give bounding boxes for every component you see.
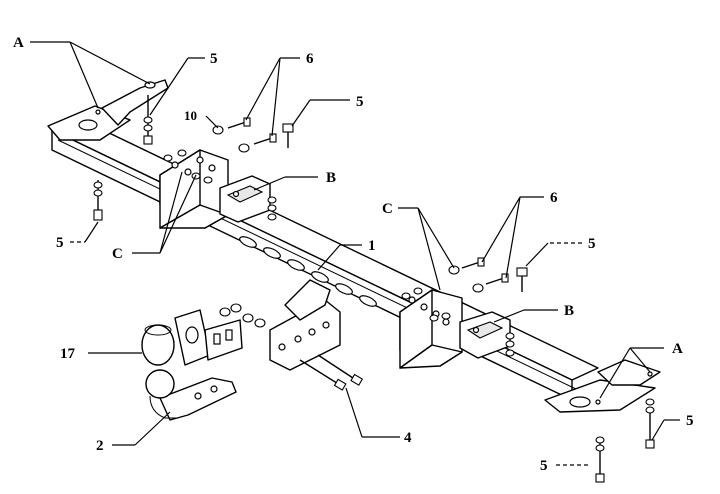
label-17: 17 bbox=[60, 346, 76, 362]
right-short-bolts bbox=[448, 257, 509, 293]
leader-lines bbox=[30, 41, 680, 466]
label-B-right: B bbox=[564, 303, 574, 319]
label-5-left: 5 bbox=[56, 235, 64, 251]
bottom-right-bolt bbox=[595, 436, 605, 483]
label-A-right: A bbox=[672, 341, 683, 357]
label-5-bottom: 5 bbox=[540, 458, 548, 474]
label-A-left: A bbox=[13, 35, 24, 51]
label-C-right: C bbox=[382, 201, 393, 217]
label-5-top-middle: 5 bbox=[356, 94, 364, 110]
left-support-nuts bbox=[267, 196, 277, 221]
tow-ball-cover bbox=[141, 324, 175, 366]
right-support-block bbox=[459, 311, 511, 359]
right-lower-bolt bbox=[645, 398, 655, 449]
callout-labels: A 5 6 10 5 B C 5 1 C 6 5 B A 5 5 17 2 4 bbox=[13, 35, 694, 474]
main-cross-beam bbox=[51, 117, 599, 401]
label-1: 1 bbox=[368, 238, 376, 254]
electrical-socket-plate bbox=[174, 309, 243, 366]
tow-ball-mount-bracket bbox=[269, 279, 341, 371]
label-10: 10 bbox=[184, 108, 197, 123]
label-5-right: 5 bbox=[686, 413, 694, 429]
right-top-bolt bbox=[516, 267, 528, 292]
label-C-left: C bbox=[112, 246, 123, 262]
label-6-left: 6 bbox=[306, 51, 314, 67]
fastener-group bbox=[93, 95, 655, 483]
right-mounting-plate bbox=[544, 359, 661, 413]
label-5-top: 5 bbox=[210, 51, 218, 67]
right-side-bracket bbox=[399, 287, 463, 369]
label-4: 4 bbox=[404, 430, 412, 446]
label-5-right-top: 5 bbox=[588, 236, 596, 252]
left-short-bolts bbox=[212, 117, 277, 153]
right-support-nuts bbox=[505, 332, 515, 357]
label-2: 2 bbox=[96, 438, 104, 454]
left-support-block bbox=[219, 175, 271, 223]
top-middle-bolt bbox=[282, 123, 294, 148]
long-bolt-pair bbox=[299, 354, 364, 391]
left-vertical-bolt bbox=[143, 95, 153, 145]
label-B-left: B bbox=[326, 170, 336, 186]
tow-ball-neck bbox=[145, 369, 237, 421]
left-lower-bolt bbox=[93, 180, 103, 221]
left-side-bracket bbox=[159, 149, 229, 229]
socket-nut-stack bbox=[219, 303, 266, 328]
label-6-right: 6 bbox=[550, 190, 558, 206]
